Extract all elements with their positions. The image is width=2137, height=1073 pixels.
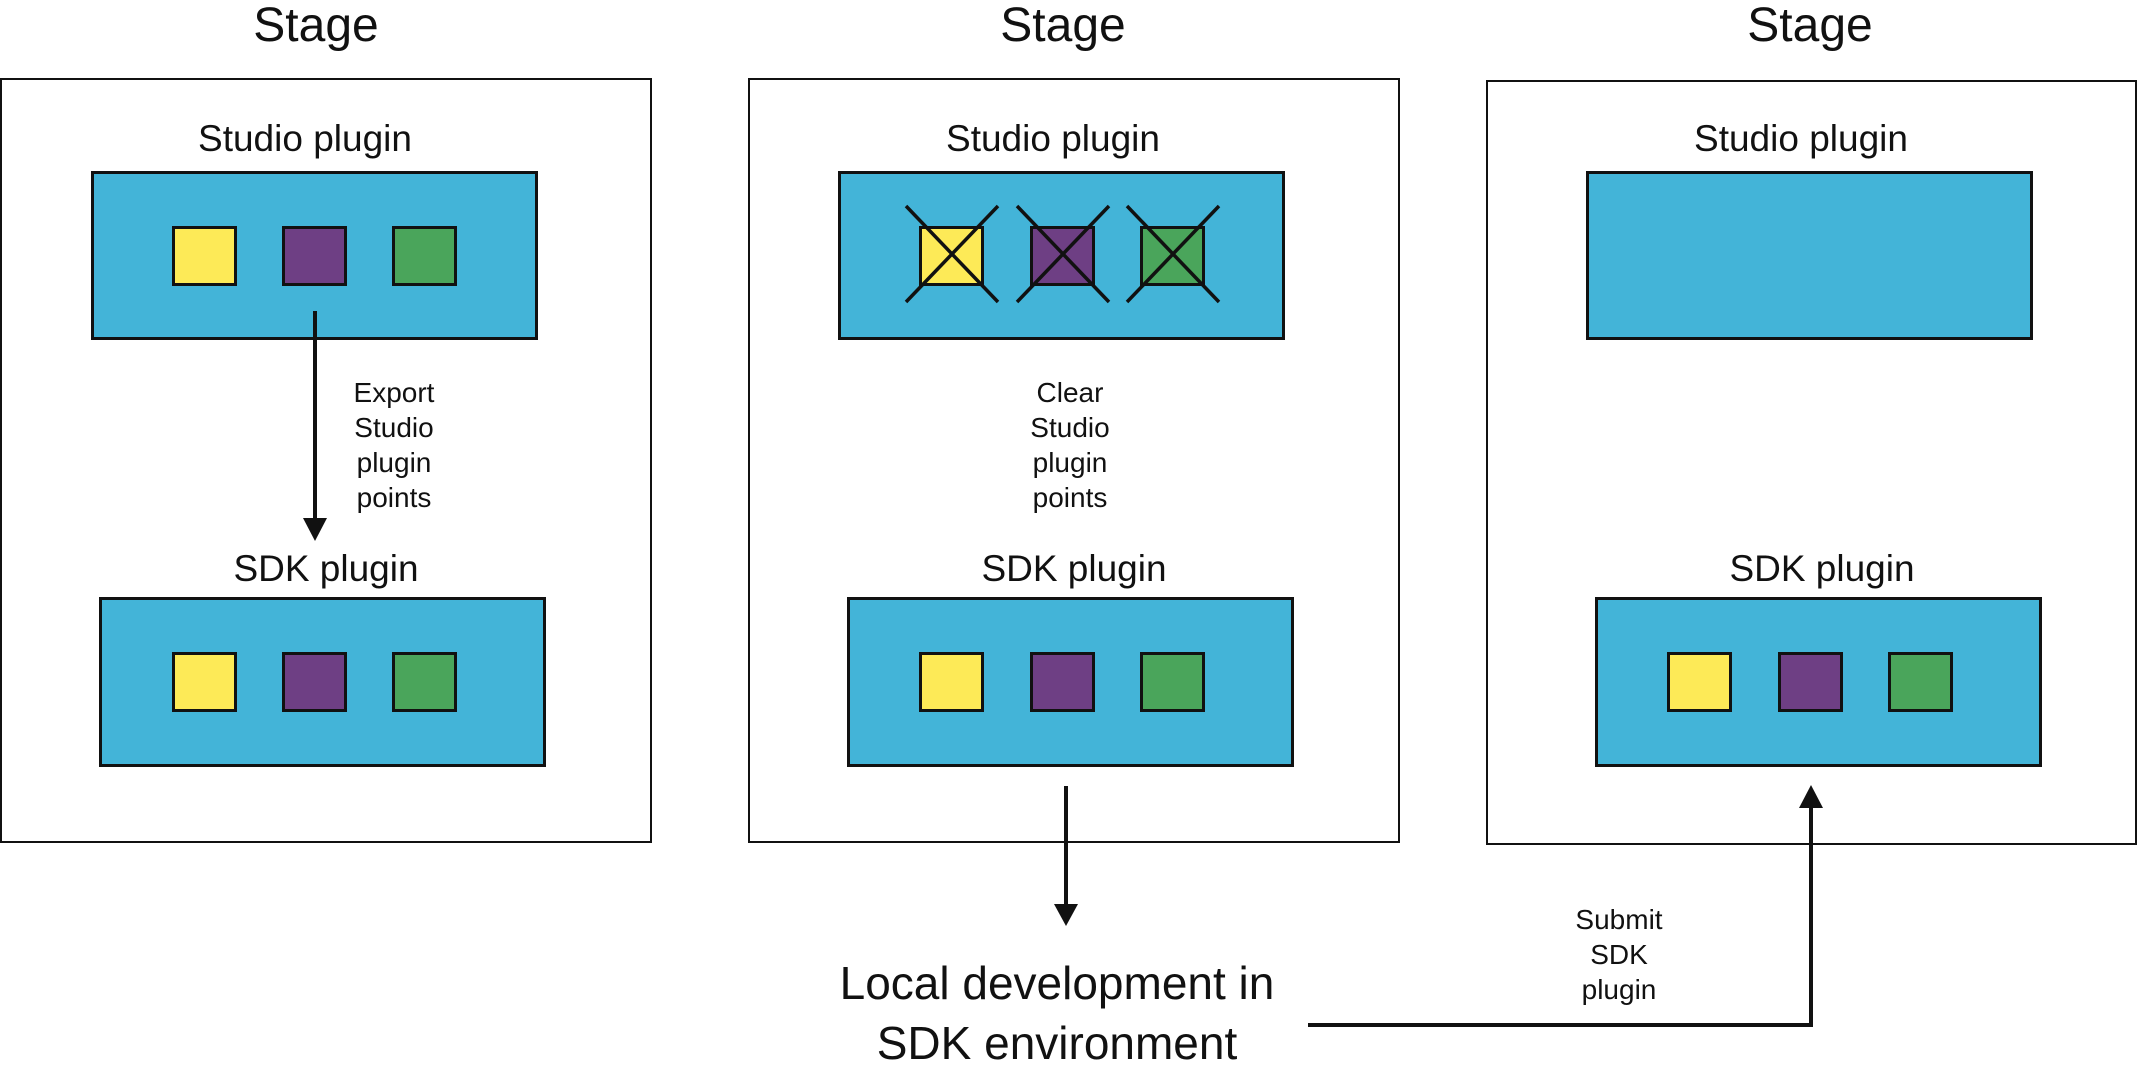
local-development-line: Local development in	[839, 957, 1275, 1009]
export-step-line: Export	[353, 377, 435, 408]
stage-1-sdk-point-purple	[282, 652, 347, 712]
stage-1-title: Stage	[253, 0, 379, 52]
clear-step-line: Studio	[1030, 412, 1110, 443]
local-development-line: SDK environment	[876, 1017, 1238, 1069]
export-step-line: points	[356, 482, 432, 513]
cross-green-b	[1125, 204, 1221, 304]
cross-yellow-b	[904, 204, 1000, 304]
stage-3-sdk-point-purple	[1778, 652, 1843, 712]
stage-1-studio-point-green	[392, 226, 457, 286]
stage-2-sdk-point-yellow	[919, 652, 984, 712]
stage-3-sdk-label: SDK plugin	[1729, 548, 1915, 589]
submit-step-line: plugin	[1581, 974, 1657, 1005]
stage-2-studio-label: Studio plugin	[946, 118, 1160, 159]
stage-1-studio-point-yellow	[172, 226, 237, 286]
stage-3-studio-label: Studio plugin	[1694, 118, 1908, 159]
stage-3-sdk-point-green	[1888, 652, 1953, 712]
export-step-line: Studio	[354, 412, 434, 443]
stage-1-studio-point-purple	[282, 226, 347, 286]
stage-2-sdk-label: SDK plugin	[981, 548, 1167, 589]
stage-3-title: Stage	[1747, 0, 1873, 52]
stage-1-sdk-point-yellow	[172, 652, 237, 712]
local-dev-arrow-head	[1054, 904, 1078, 926]
export-step-line: plugin	[356, 447, 432, 478]
submit-arrow-head	[1799, 785, 1823, 808]
submit-arrow-line	[1308, 808, 1813, 1027]
stage-3-studio-plugin-empty	[1586, 171, 2033, 340]
local-development-label: Local development in SDK environment	[797, 953, 1317, 1073]
cross-purple-b	[1015, 204, 1111, 304]
submit-step-label: Submit SDK plugin	[1539, 902, 1699, 1007]
stage-2-title: Stage	[1000, 0, 1126, 52]
clear-step-label: Clear Studio plugin points	[990, 375, 1150, 515]
export-step-label: Export Studio plugin points	[314, 375, 474, 515]
clear-step-line: plugin	[1032, 447, 1108, 478]
export-arrow-head	[303, 518, 327, 541]
stage-2-sdk-point-purple	[1030, 652, 1095, 712]
clear-step-line: Clear	[1036, 377, 1104, 408]
stage-1-studio-label: Studio plugin	[198, 118, 412, 159]
stage-1-sdk-label: SDK plugin	[233, 548, 419, 589]
submit-step-line: Submit	[1575, 904, 1663, 935]
stage-2-sdk-point-green	[1140, 652, 1205, 712]
submit-step-line: SDK	[1590, 939, 1648, 970]
stage-1-sdk-point-green	[392, 652, 457, 712]
clear-step-line: points	[1032, 482, 1108, 513]
clear-cross-marks	[904, 204, 1221, 304]
stage-3-sdk-point-yellow	[1667, 652, 1732, 712]
